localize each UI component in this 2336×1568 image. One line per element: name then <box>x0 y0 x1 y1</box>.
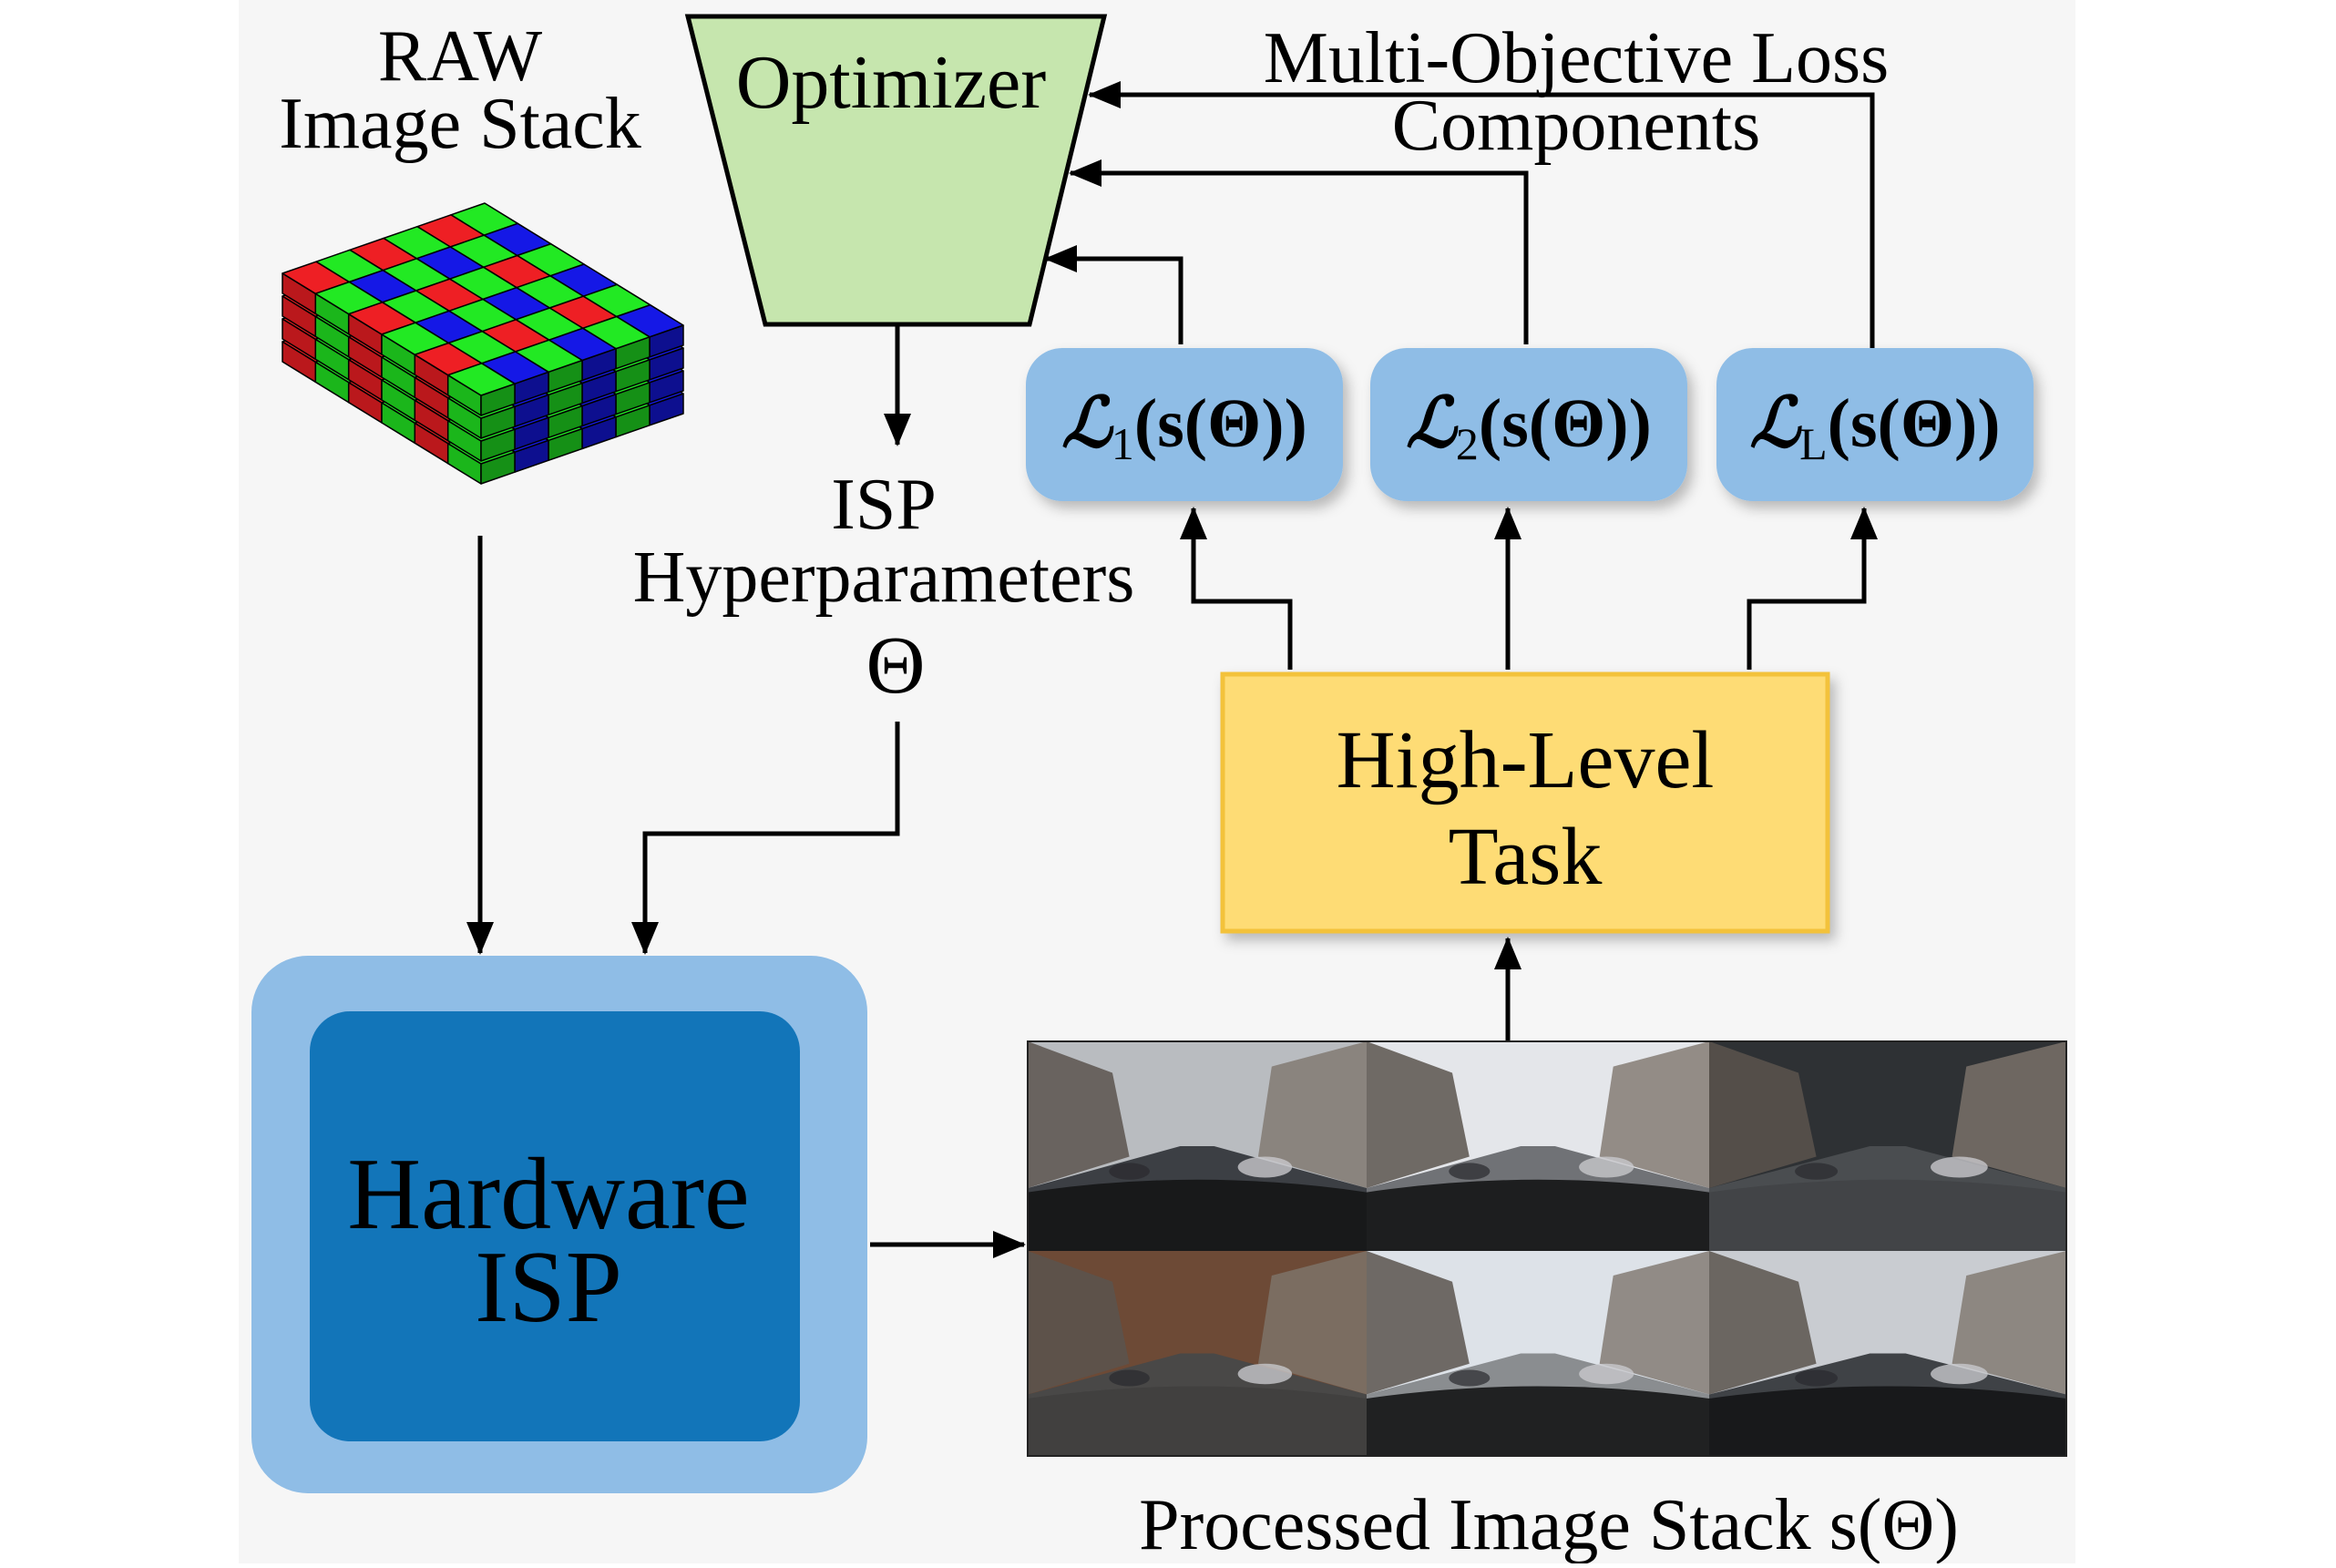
arrow-task-to-lossL <box>1747 507 1878 670</box>
feedback-arrow-loss1 <box>1044 245 1183 344</box>
isp-hyperparams-line1: ISP <box>831 465 937 545</box>
loss-components-title-line2: Components <box>1392 86 1760 166</box>
raw-stack-title-line2: Image Stack <box>279 84 641 164</box>
bayer-pixel <box>446 363 516 396</box>
processed-image-grid: city street, dashboard viewfire truck in… <box>1027 1040 2067 1457</box>
arrow-task-to-loss1 <box>1180 507 1293 670</box>
processed-image-tile: city street, dashboard view <box>1028 1041 1367 1251</box>
loss-components-title-line1: Multi-Objective Loss <box>1264 18 1890 98</box>
hardware-isp-line2: ISP <box>475 1231 622 1344</box>
loss-box-L <box>1716 348 2034 501</box>
raw-stack-title-line1: RAW <box>378 16 543 97</box>
feedback-arrow-loss2 <box>1069 159 1529 344</box>
processed-image-tile: snowy street with church <box>1367 1251 1709 1456</box>
processed-image-tile: residential street at dusk <box>1709 1251 2066 1456</box>
processed-image-grid-border <box>1027 1040 2067 1457</box>
loss-box-1 <box>1026 348 1343 501</box>
loss-L-label: ℒL(s(Θ)) <box>1749 385 2000 469</box>
isp-hyperparams-line2: Hyperparameters <box>633 538 1135 618</box>
high-level-task-box <box>1220 671 1830 934</box>
hardware-isp-inner-box <box>310 1011 800 1441</box>
loss-2-label: ℒ2(s(Θ)) <box>1406 385 1652 469</box>
optimizer-trapezoid <box>684 14 1108 327</box>
hardware-isp-line1: Hardware <box>347 1138 750 1251</box>
processed-stack-label: Processed Image Stack s(Θ) <box>1139 1485 1959 1563</box>
theta-symbol: Θ <box>866 620 926 711</box>
optimizer-label: Optimizer <box>736 40 1047 125</box>
loss-box-2 <box>1370 348 1687 501</box>
high-level-task-line2: Task <box>1449 812 1603 902</box>
processed-image-tile: underground parking with pedestrian <box>1709 1041 2066 1251</box>
processed-image-tile: fire truck in snowy street <box>1367 1041 1709 1251</box>
loss-1-label: ℒ1(s(Θ)) <box>1061 385 1307 469</box>
arrow-theta-to-isp <box>631 722 900 955</box>
high-level-task-line1: High-Level <box>1337 715 1715 805</box>
raw-image-stack-graphic <box>282 202 684 485</box>
processed-image-tile: sidewalk with parked car and pedestrian <box>1028 1251 1367 1456</box>
feedback-arrow-lossL <box>1088 81 1875 350</box>
